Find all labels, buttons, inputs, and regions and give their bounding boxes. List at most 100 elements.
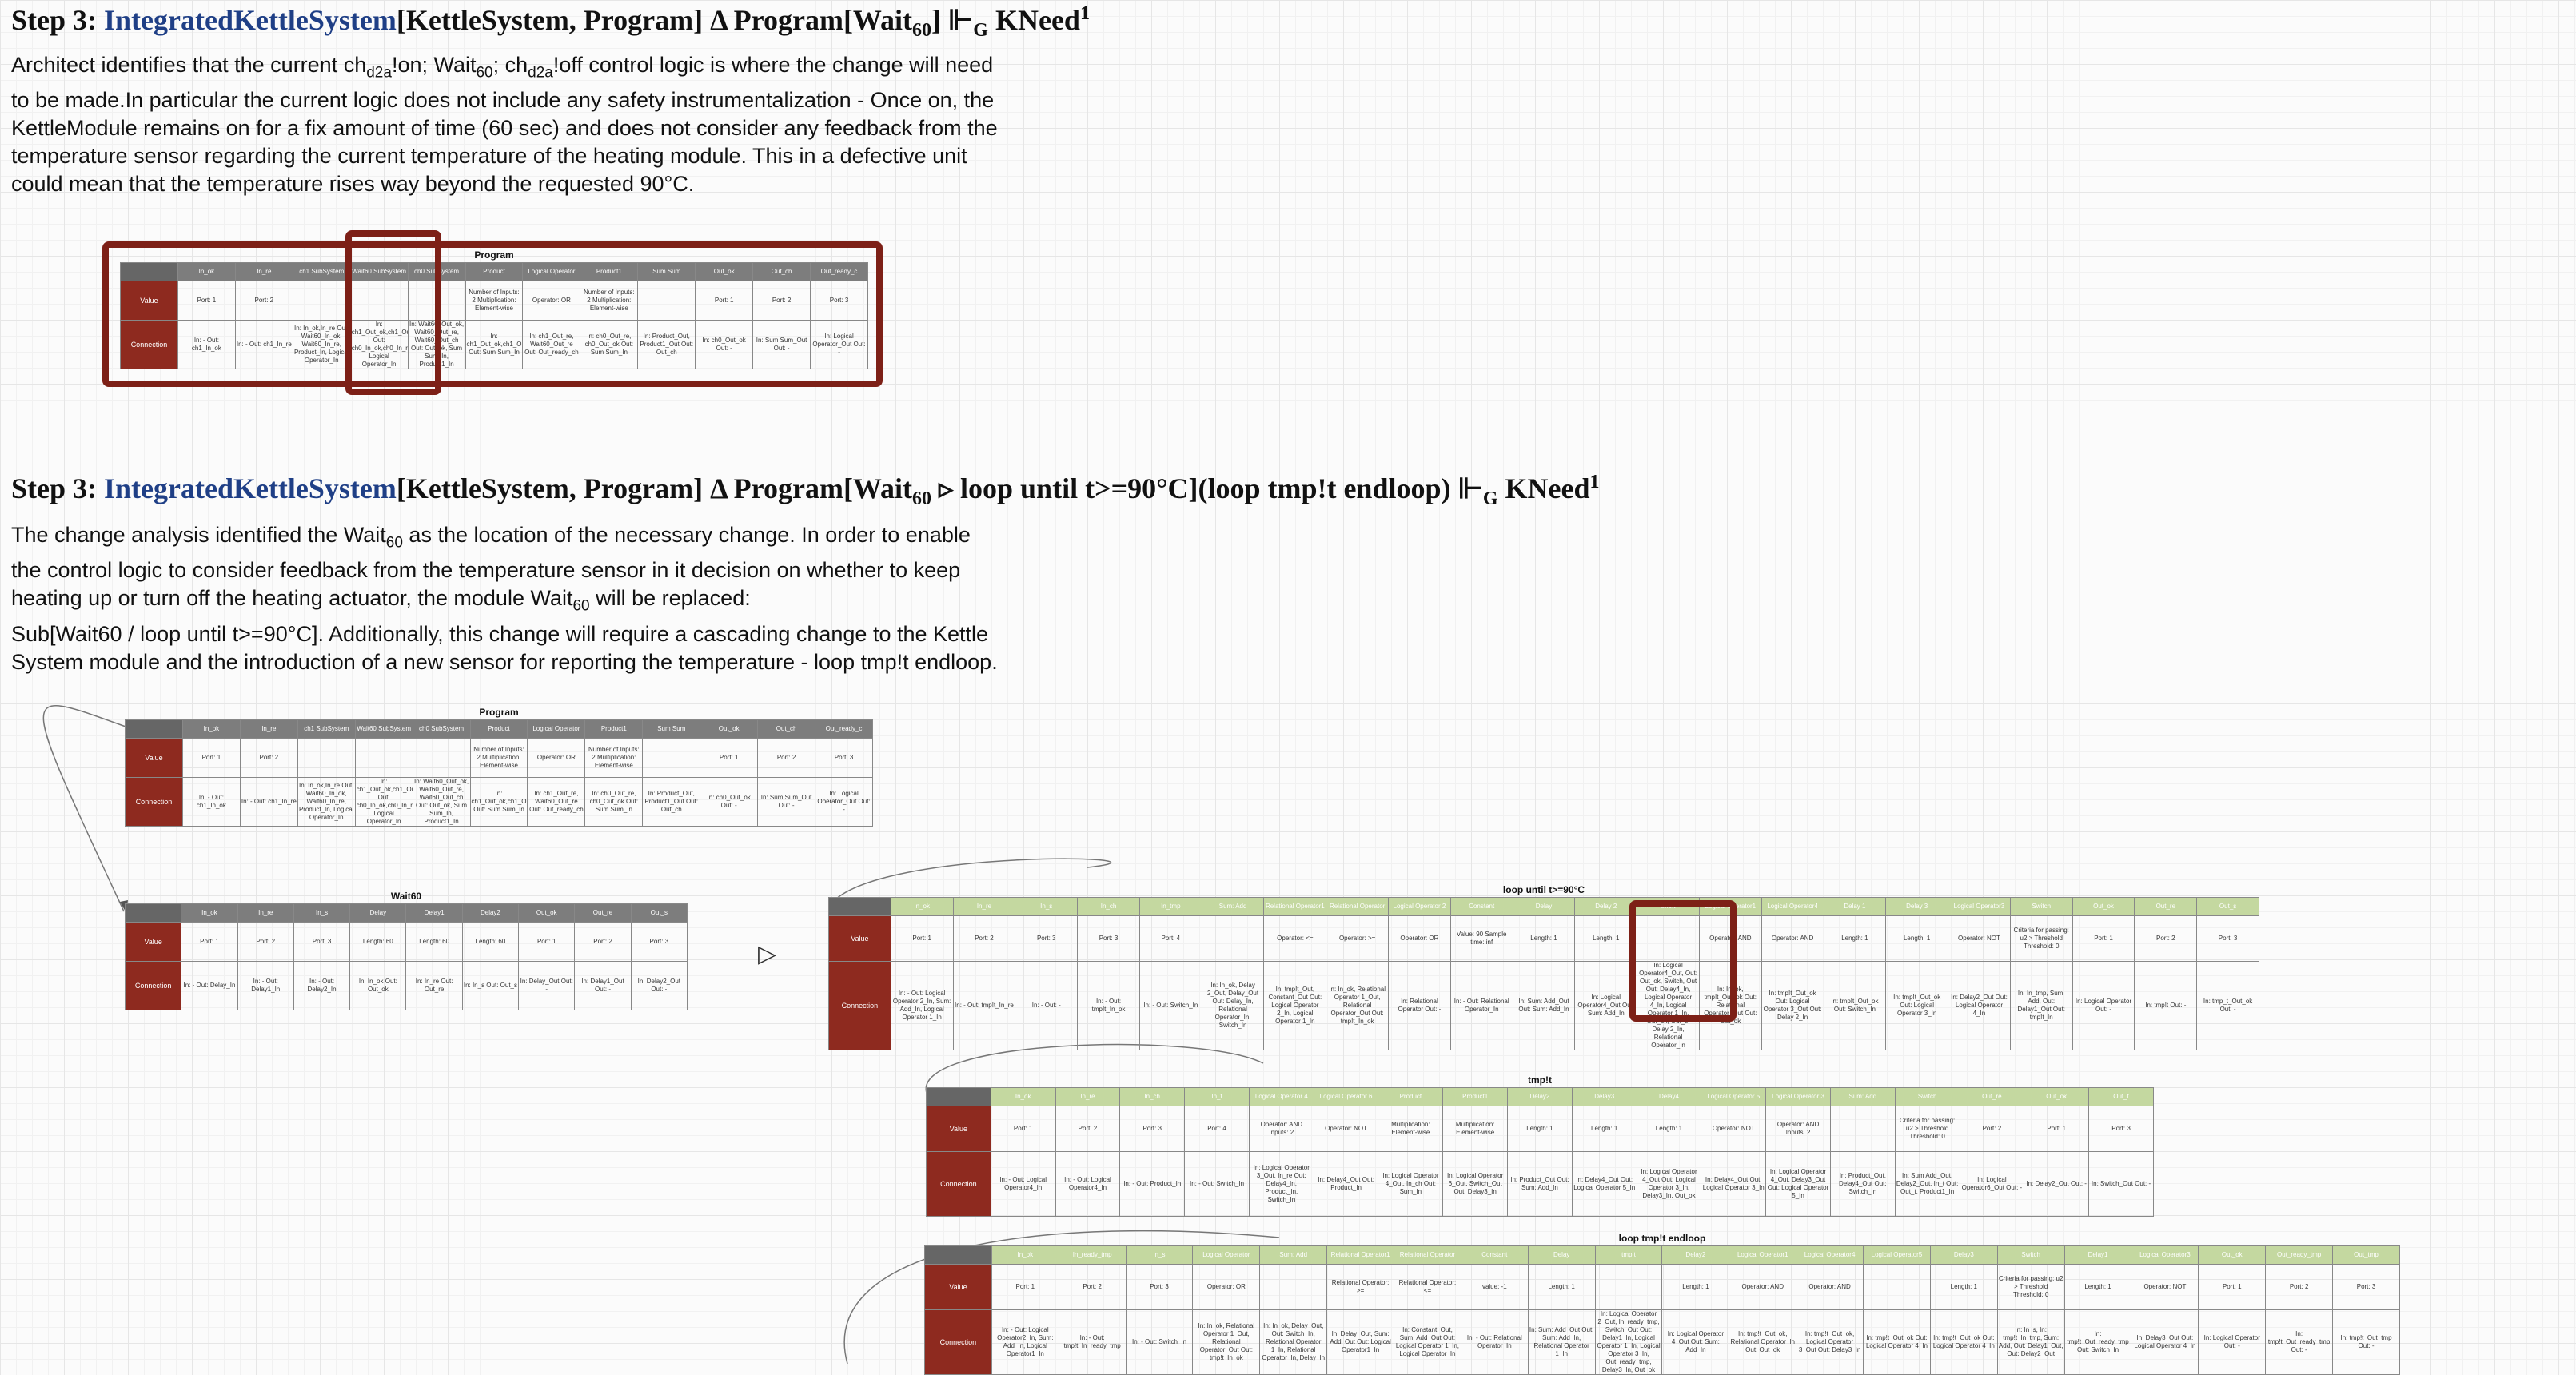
- connection-cell: In: ch1_Out_re, Wait60_Out_re Out: Out_r…: [527, 777, 586, 827]
- connection-cell: In: ch1_Out_ok,ch1_Out_re,ch1_Out Out: c…: [354, 777, 413, 827]
- column-header: Logical Operator 5: [1701, 1087, 1767, 1106]
- column-header: Delay2: [1507, 1087, 1573, 1106]
- value-cell: Length: 1: [1929, 1264, 1998, 1310]
- column-header: Logical Operator: [522, 262, 581, 281]
- column-header: Out_re: [1959, 1087, 2025, 1106]
- connection-cell: In: Delay2_Out Out: -: [630, 961, 688, 1010]
- value-cell: Criteria for passing: u2 > Threshold Thr…: [1996, 1264, 2065, 1310]
- column-header: In_s: [293, 903, 351, 923]
- value-cell: Length: 1: [1512, 915, 1576, 962]
- table-corner: [828, 897, 891, 916]
- value-cell: Port: 1: [177, 281, 236, 321]
- value-cell: Length: 1: [1823, 915, 1887, 962]
- value-cell: [1201, 915, 1265, 962]
- connection-cell: In: - Out: Delay_In: [181, 961, 238, 1010]
- value-cell: Operator: AND: [1761, 915, 1824, 962]
- connection-cell: In: tmp!t_Out_ok, Logical Operator 3_Out…: [1796, 1309, 1864, 1375]
- connection-cell: In: In_re Out: Out_re: [405, 961, 463, 1010]
- value-cell: Criteria for passing: u2 > Threshold Thr…: [1894, 1106, 1960, 1152]
- value-cell: Port: 3: [2088, 1106, 2154, 1152]
- connection-cell: In: In_s Out: Out_s: [461, 961, 520, 1010]
- value-cell: Port: 3: [2332, 1264, 2400, 1310]
- connection-cell: In: tmp!t Out: -: [2134, 961, 2198, 1050]
- value-cell: Operator: AND: [1796, 1264, 1864, 1310]
- connection-cell: In: - Out: Switch_In: [1184, 1151, 1250, 1217]
- row-header: Connection: [125, 777, 183, 827]
- value-cell: Port: 1: [991, 1264, 1059, 1310]
- value-cell: Port: 1: [990, 1106, 1056, 1152]
- table-corner: [924, 1245, 992, 1265]
- column-header: Delay2: [461, 903, 520, 923]
- connection-cell: In: - Out: Logical Operator4_In: [1055, 1151, 1121, 1217]
- column-header: Wait60 SubSystem: [354, 719, 413, 739]
- value-cell: Port: 3: [1119, 1106, 1186, 1152]
- column-header: Logical Operator 4: [1248, 1087, 1314, 1106]
- table-title: Program: [474, 249, 514, 261]
- value-cell: value: -1: [1460, 1264, 1529, 1310]
- connection-cell: In: Delay_Out, Sum: Add_Out Out: Logical…: [1326, 1309, 1395, 1375]
- connection-cell: In: - Out: -: [1015, 961, 1079, 1050]
- connection-cell: In: Logical Operator 4_Out Out: Logical …: [1636, 1151, 1702, 1217]
- column-header: In_re: [952, 897, 1016, 916]
- column-header: Sum: Add: [1201, 897, 1265, 916]
- value-cell: Port: 1: [2198, 1264, 2267, 1310]
- value-cell: Value: 90 Sample time: inf: [1449, 915, 1513, 962]
- connection-cell: In: Logical Operator 2_Out, In_ready_tmp…: [1594, 1309, 1663, 1375]
- column-header: Relational Operator1: [1263, 897, 1327, 916]
- connection-cell: In: - Out: ch1_In_re: [234, 320, 293, 369]
- connection-cell: In: Sum: Add_Out Out: Sum: Add_In: [1512, 961, 1576, 1050]
- connection-cell: In: - Out: Relational Operator_In: [1449, 961, 1513, 1050]
- connection-cell: In: Logical Operator_Out Out: -: [810, 320, 868, 369]
- connection-cell: In: - Out: tmp!t_In_re: [952, 961, 1016, 1050]
- value-cell: Operator: NOT: [1948, 915, 2011, 962]
- column-header: Out_ch: [757, 719, 816, 739]
- connection-cell: In: ch0_Out_ok Out: -: [700, 777, 759, 827]
- column-header: In_re: [237, 903, 294, 923]
- table-title: Wait60: [390, 891, 422, 902]
- column-header: In_re: [239, 719, 298, 739]
- value-cell: Multiplication: Element-wise: [1378, 1106, 1444, 1152]
- value-cell: Length: 1: [1636, 1106, 1702, 1152]
- column-header: Logical Operator: [527, 719, 586, 739]
- connection-cell: In: Logical Operator6_Out Out: -: [1959, 1151, 2025, 1217]
- connection-cell: In: Logical Operator4_Out Out: Sum: Add_…: [1574, 961, 1638, 1050]
- connection-cell: In: In_ok, Relational Operator 1_Out, Re…: [1192, 1309, 1261, 1375]
- row-header: Connection: [924, 1309, 992, 1375]
- column-header: In_ok: [890, 897, 954, 916]
- connection-cell: In: Logical Operator 3_Out, In_re Out: D…: [1248, 1151, 1314, 1217]
- column-header: Delay 3: [1885, 897, 1949, 916]
- connection-cell: In: In_ok, Relational Operator 1_Out, Re…: [1326, 961, 1390, 1050]
- column-header: tmp!t: [1594, 1245, 1663, 1265]
- value-cell: Operator: >=: [1326, 915, 1390, 962]
- value-cell: Operator: OR: [1192, 1264, 1261, 1310]
- column-header: In_ok: [991, 1245, 1059, 1265]
- column-header: In_ok: [181, 719, 241, 739]
- value-cell: Operator: AND Inputs: 2: [1765, 1106, 1831, 1152]
- connection-cell: In: Logical Operator 6_Out, Switch_Out O…: [1442, 1151, 1509, 1217]
- row-header: Value: [120, 281, 178, 321]
- column-header: In_ok: [177, 262, 236, 281]
- value-cell: [354, 738, 413, 778]
- value-cell: Operator: NOT: [2131, 1264, 2199, 1310]
- connection-cell: In: Delay_Out Out: -: [518, 961, 576, 1010]
- column-header: Relational Operator: [1394, 1245, 1461, 1265]
- tmp-highlight-frame: [1629, 900, 1737, 1022]
- column-header: Logical Operator 3: [1765, 1087, 1831, 1106]
- step3-heading-2: Step 3: IntegratedKettleSystem[KettleSys…: [11, 472, 1600, 510]
- connection-cell: In: ch1_Out_re, Wait60_Out_re Out: Out_r…: [522, 320, 581, 369]
- connection-cell: In: tmp!t_Out_ready_tmp Out: -: [2265, 1309, 2334, 1375]
- table-corner: [124, 903, 182, 923]
- row-header: Value: [924, 1264, 992, 1310]
- connection-cell: In: Switch_Out Out: -: [2088, 1151, 2154, 1217]
- column-header: Out_ready_tmp: [2265, 1245, 2334, 1265]
- connection-cell: In: Logical Operator 4_Out Out: Sum: Add…: [1661, 1309, 1730, 1375]
- column-header: Delay: [1512, 897, 1576, 916]
- value-cell: [637, 281, 696, 321]
- column-header: Out_ready_c: [810, 262, 868, 281]
- column-header: Product1: [1442, 1087, 1509, 1106]
- column-header: Delay2: [1661, 1245, 1730, 1265]
- connection-cell: In: tmp!t_Out_ok Out: Switch_In: [1823, 961, 1887, 1050]
